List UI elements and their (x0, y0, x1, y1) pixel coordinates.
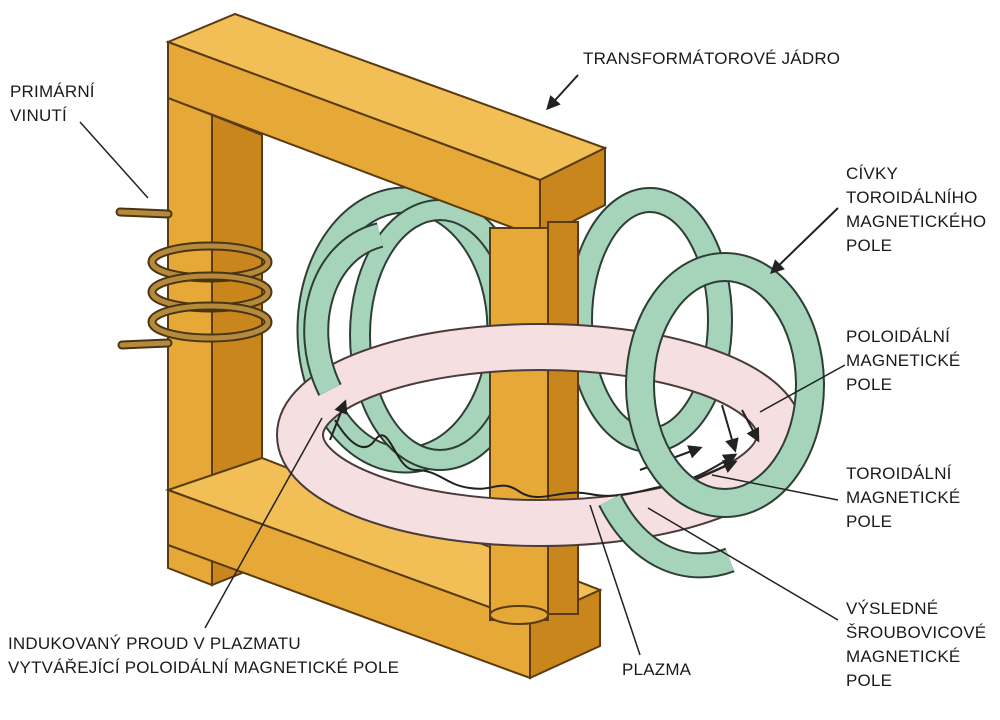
plasma-torus (276, 323, 804, 547)
transformer-core (164, 12, 608, 680)
leader-plasma (589, 504, 641, 656)
label-primary-winding: PRIMÁRNÍ VINUTÍ (10, 82, 95, 125)
primary-winding (115, 207, 273, 350)
leader-transformer-core (546, 74, 579, 111)
label-toroidal-coils: CÍVKY TOROIDÁLNÍHO MAGNETICKÉHO POLE (846, 164, 987, 255)
leader-toroidal-coils (769, 207, 839, 274)
leader-poloidal-field (759, 364, 846, 413)
label-helical-field: VÝSLEDNÉ ŠROUBOVICOVÉ MAGNETICKÉ POLE (846, 599, 987, 690)
induced-current-line (334, 419, 738, 498)
label-plasma: PLAZMA (622, 660, 692, 679)
label-induced-current: INDUKOVANÝ PROUD V PLAZMATU VYTVÁŘEJÍCÍ … (8, 634, 400, 677)
leader-induced-current (204, 417, 323, 629)
leader-helical-field (647, 507, 839, 621)
label-toroidal-field: TOROIDÁLNÍ MAGNETICKÉ POLE (846, 464, 961, 531)
leader-primary-winding (79, 121, 149, 199)
label-poloidal-field: POLOIDÁLNÍ MAGNETICKÉ POLE (846, 327, 961, 394)
leader-toroidal-field (711, 474, 839, 501)
leader-lines (79, 74, 846, 656)
label-transformer-core: TRANSFORMÁTOROVÉ JÁDRO (583, 49, 841, 68)
